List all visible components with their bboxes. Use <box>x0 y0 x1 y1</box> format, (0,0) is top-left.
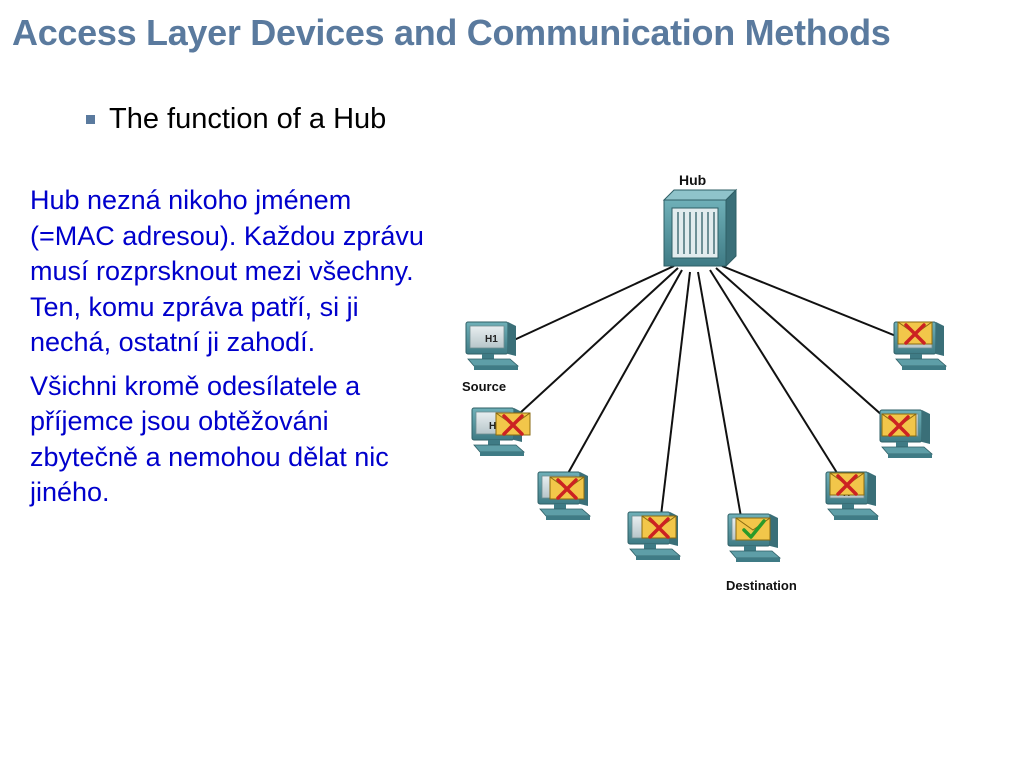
link-pc-right-2 <box>715 267 893 425</box>
destination-label: Destination <box>726 578 797 593</box>
envelope-rejected-icon <box>880 412 918 438</box>
pc-left-1: H <box>471 407 525 457</box>
link-source <box>513 265 675 341</box>
square-bullet-icon <box>86 115 95 124</box>
connection-lines <box>507 265 907 535</box>
hub-label: Hub <box>679 172 706 188</box>
envelope-rejected-icon <box>548 475 586 501</box>
paragraph-bystanders: Všichni kromě odesílatele a příjemce jso… <box>30 370 389 508</box>
envelope-rejected-icon <box>896 320 934 346</box>
link-pc-right-1 <box>721 265 907 341</box>
bullet-item: The function of a Hub <box>86 103 386 136</box>
envelope-rejected-icon <box>494 411 532 437</box>
bullet-text: The function of a Hub <box>109 103 387 135</box>
pc-left-1-name: H <box>489 421 496 432</box>
pc-source-name: H1 <box>485 334 498 345</box>
pc-source: H1 <box>465 321 519 371</box>
link-pc-right-3 <box>709 269 845 485</box>
source-label: Source <box>462 379 506 394</box>
link-destination <box>697 271 745 535</box>
link-pc-left-1 <box>507 267 679 425</box>
body-text: Hub nezná nikoho jménem (=MAC adresou). … <box>30 183 440 519</box>
hub-device <box>662 188 738 268</box>
slide-title: Access Layer Devices and Communication M… <box>12 12 891 53</box>
envelope-accepted-icon <box>735 517 771 541</box>
hub-network-diagram: Hub H1 Source H Destination H <box>462 172 947 593</box>
link-pc-left-2 <box>561 269 683 485</box>
link-pc-left-3 <box>659 271 691 525</box>
envelope-rejected-icon <box>640 514 678 540</box>
envelope-rejected-icon <box>828 471 866 497</box>
paragraph-hub-behavior: Hub nezná nikoho jménem (=MAC adresou). … <box>30 185 424 357</box>
